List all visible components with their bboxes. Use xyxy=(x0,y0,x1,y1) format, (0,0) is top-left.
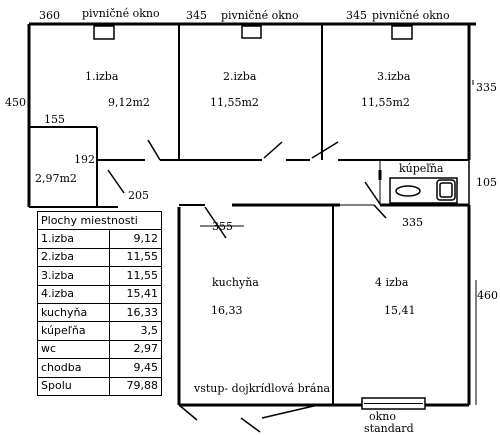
dimension-wc-width: 155 xyxy=(44,113,65,126)
room4-name: 4 izba xyxy=(375,276,409,289)
room1-name: 1.izba xyxy=(85,70,119,83)
table-row: wc 2,97 xyxy=(37,339,163,360)
row-label: 4.izba xyxy=(37,284,110,304)
dimension-right-mid: 105 xyxy=(476,176,497,189)
room1-area: 9,12m2 xyxy=(108,96,150,109)
dimension-bath-335: 335 xyxy=(402,216,423,229)
row-label: chodba xyxy=(37,358,110,378)
table-row: 2.izba 11,55 xyxy=(37,247,163,268)
room2-name: 2.izba xyxy=(223,70,257,83)
row-value: 11,55 xyxy=(108,266,163,286)
row-value: 2,97 xyxy=(108,339,163,360)
cellar-window-1 xyxy=(93,25,115,40)
row-label: Spolu xyxy=(37,376,110,396)
standard-window-label-1: okno xyxy=(369,410,396,423)
sink-icon xyxy=(395,185,421,197)
row-value: 9,45 xyxy=(108,358,163,378)
wc-area: 2,97m2 xyxy=(35,172,77,185)
table-row: chodba 9,45 xyxy=(37,358,163,378)
cellar-window-2 xyxy=(241,25,262,39)
row-value: 3,5 xyxy=(108,321,163,341)
outer-walls xyxy=(27,22,476,407)
table-row: Spolu 79,88 xyxy=(37,376,163,396)
row-label: 2.izba xyxy=(37,247,110,268)
row-label: kúpeľňa xyxy=(37,321,110,341)
table-row: 1.izba 9,12 xyxy=(37,229,163,249)
dimension-top-mid: 345 xyxy=(186,9,207,22)
room3-name: 3.izba xyxy=(377,70,411,83)
kitchen-area: 16,33 xyxy=(211,304,243,317)
entrance-label: vstup- dojkrídlová brána xyxy=(193,382,331,395)
row-value: 16,33 xyxy=(108,302,163,323)
dimension-right-bottom: 460 xyxy=(477,289,498,302)
area-table-title: Plochy miestnosti xyxy=(37,210,162,231)
row-value: 15,41 xyxy=(108,284,163,304)
dimension-205: 205 xyxy=(128,189,149,202)
row-label: 3.izba xyxy=(37,266,110,286)
cellar-window-label-1: pivničné okno xyxy=(82,7,160,20)
table-row: 3.izba 11,55 xyxy=(37,266,163,286)
room4-area: 15,41 xyxy=(384,304,416,317)
table-row: kúpeľňa 3,5 xyxy=(37,321,163,341)
dimension-top-right: 345 xyxy=(346,9,367,22)
cellar-window-label-2: pivničné okno xyxy=(221,9,299,22)
bathroom-fixtures xyxy=(389,177,458,204)
dimension-top-left: 360 xyxy=(39,9,60,22)
room2-area: 11,55m2 xyxy=(210,96,259,109)
row-label: kuchyňa xyxy=(37,302,110,323)
row-label: wc xyxy=(37,339,110,360)
room3-area: 11,55m2 xyxy=(361,96,410,109)
row-value: 9,12 xyxy=(108,229,163,249)
dimension-wc-height: 192 xyxy=(74,153,95,166)
dimension-corridor-355: 355 xyxy=(212,220,233,233)
dimension-right-top: 335 xyxy=(476,81,497,94)
table-row: kuchyňa 16,33 xyxy=(37,302,163,323)
row-value: 79,88 xyxy=(108,376,163,396)
door-swings xyxy=(107,139,387,433)
bathroom-name: kúpeľňa xyxy=(399,162,444,175)
row-label: 1.izba xyxy=(37,229,110,249)
row-value: 11,55 xyxy=(108,247,163,268)
standard-window-label-2: standard xyxy=(364,422,414,435)
area-table-header-row: Plochy miestnosti xyxy=(37,210,162,231)
area-table: Plochy miestnosti 1.izba 9,12 2.izba 11,… xyxy=(37,210,163,396)
table-row: 4.izba 15,41 xyxy=(37,284,163,304)
cellar-window-label-3: pivničné okno xyxy=(372,9,450,22)
kitchen-name: kuchyňa xyxy=(212,276,259,289)
cellar-window-3 xyxy=(391,25,413,40)
dimension-left-height: 450 xyxy=(5,96,26,109)
cellar-windows xyxy=(93,25,413,40)
